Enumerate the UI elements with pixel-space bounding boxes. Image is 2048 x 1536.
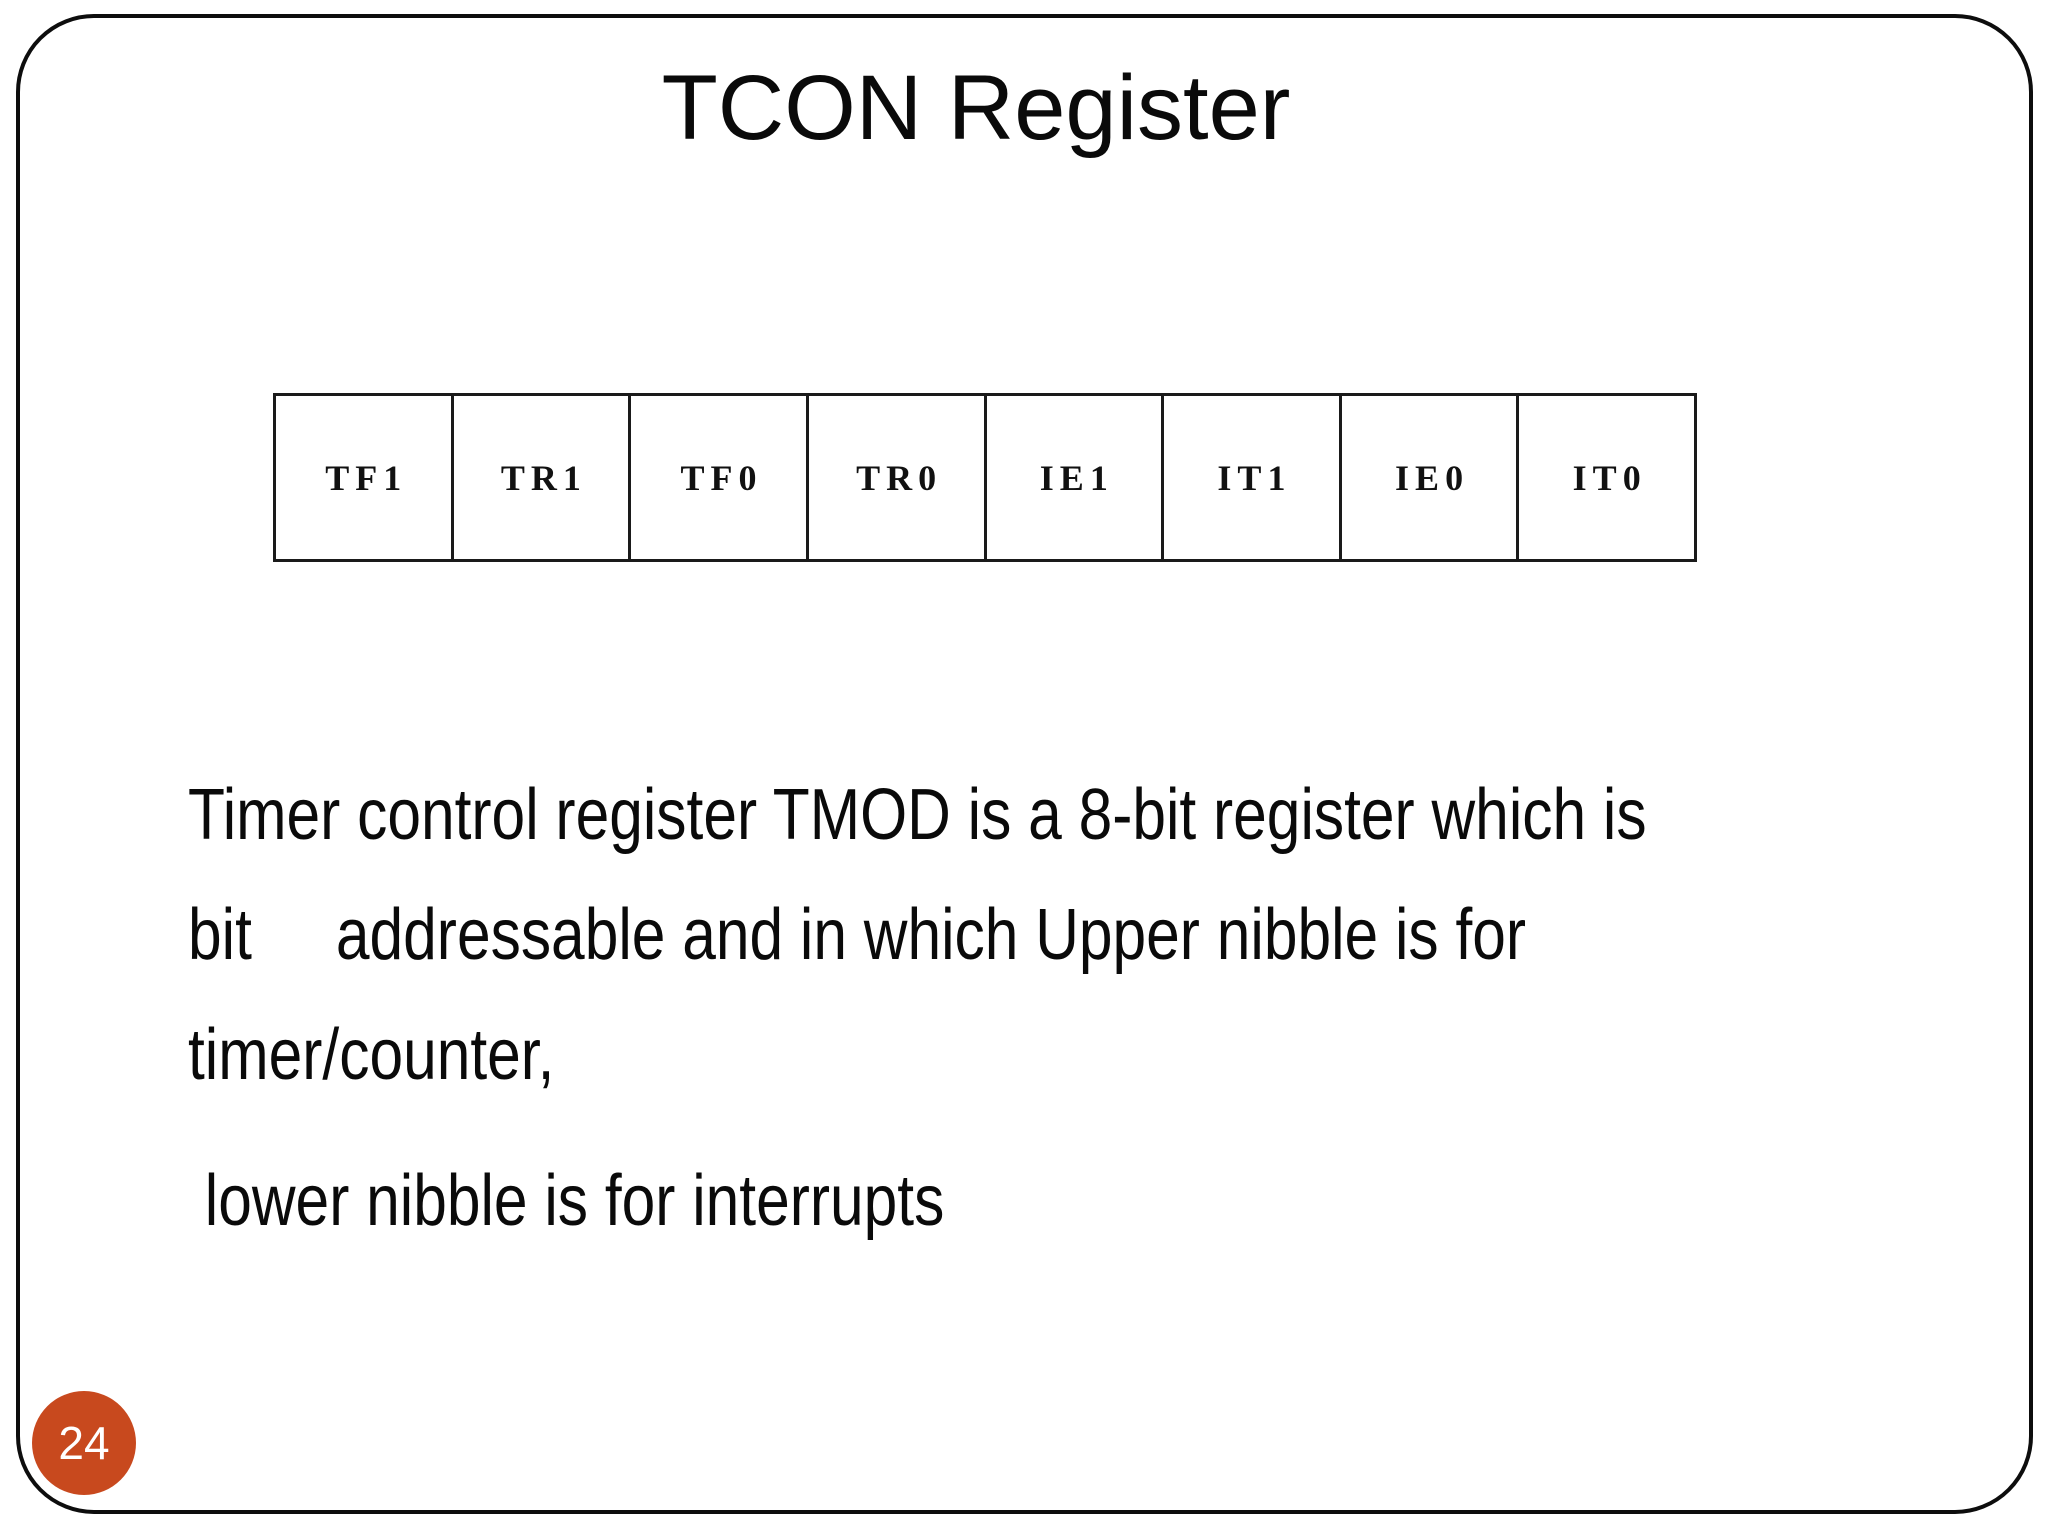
register-bit-cell-it1: IT1 [1164,396,1342,559]
body-line-3: timer/counter, [188,1015,555,1095]
register-bit-cell-tf0: TF0 [631,396,809,559]
body-line-4: lower nibble is for interrupts [188,1161,945,1241]
register-bit-cell-ie1: IE1 [987,396,1165,559]
body-line-1: Timer control register TMOD is a 8-bit r… [188,775,1647,855]
page-number: 24 [58,1417,110,1469]
tcon-register-table: TF1 TR1 TF0 TR0 IE1 IT1 IE0 IT0 [273,393,1697,562]
body-line-2: bit addressable and in which Upper nibbl… [188,895,1527,975]
register-bit-cell-tr0: TR0 [809,396,987,559]
body-text: Timer control register TMOD is a 8-bit r… [188,755,1988,1261]
page-number-badge: 24 [32,1391,136,1495]
register-bit-cell-it0: IT0 [1572,457,1647,498]
register-bit-cell-tf1: TF1 [276,396,454,559]
register-bit-cell-ie0: IE0 [1342,396,1520,559]
body-paragraph-tmod: Timer control register TMOD is a 8-bit r… [188,755,1988,1115]
register-bit-cell-tr1: TR1 [454,396,632,559]
slide-border [16,14,2033,1514]
slide-title: TCON Register [661,57,1291,159]
body-paragraph-lower-nibble: lower nibble is for interrupts [188,1141,1988,1261]
